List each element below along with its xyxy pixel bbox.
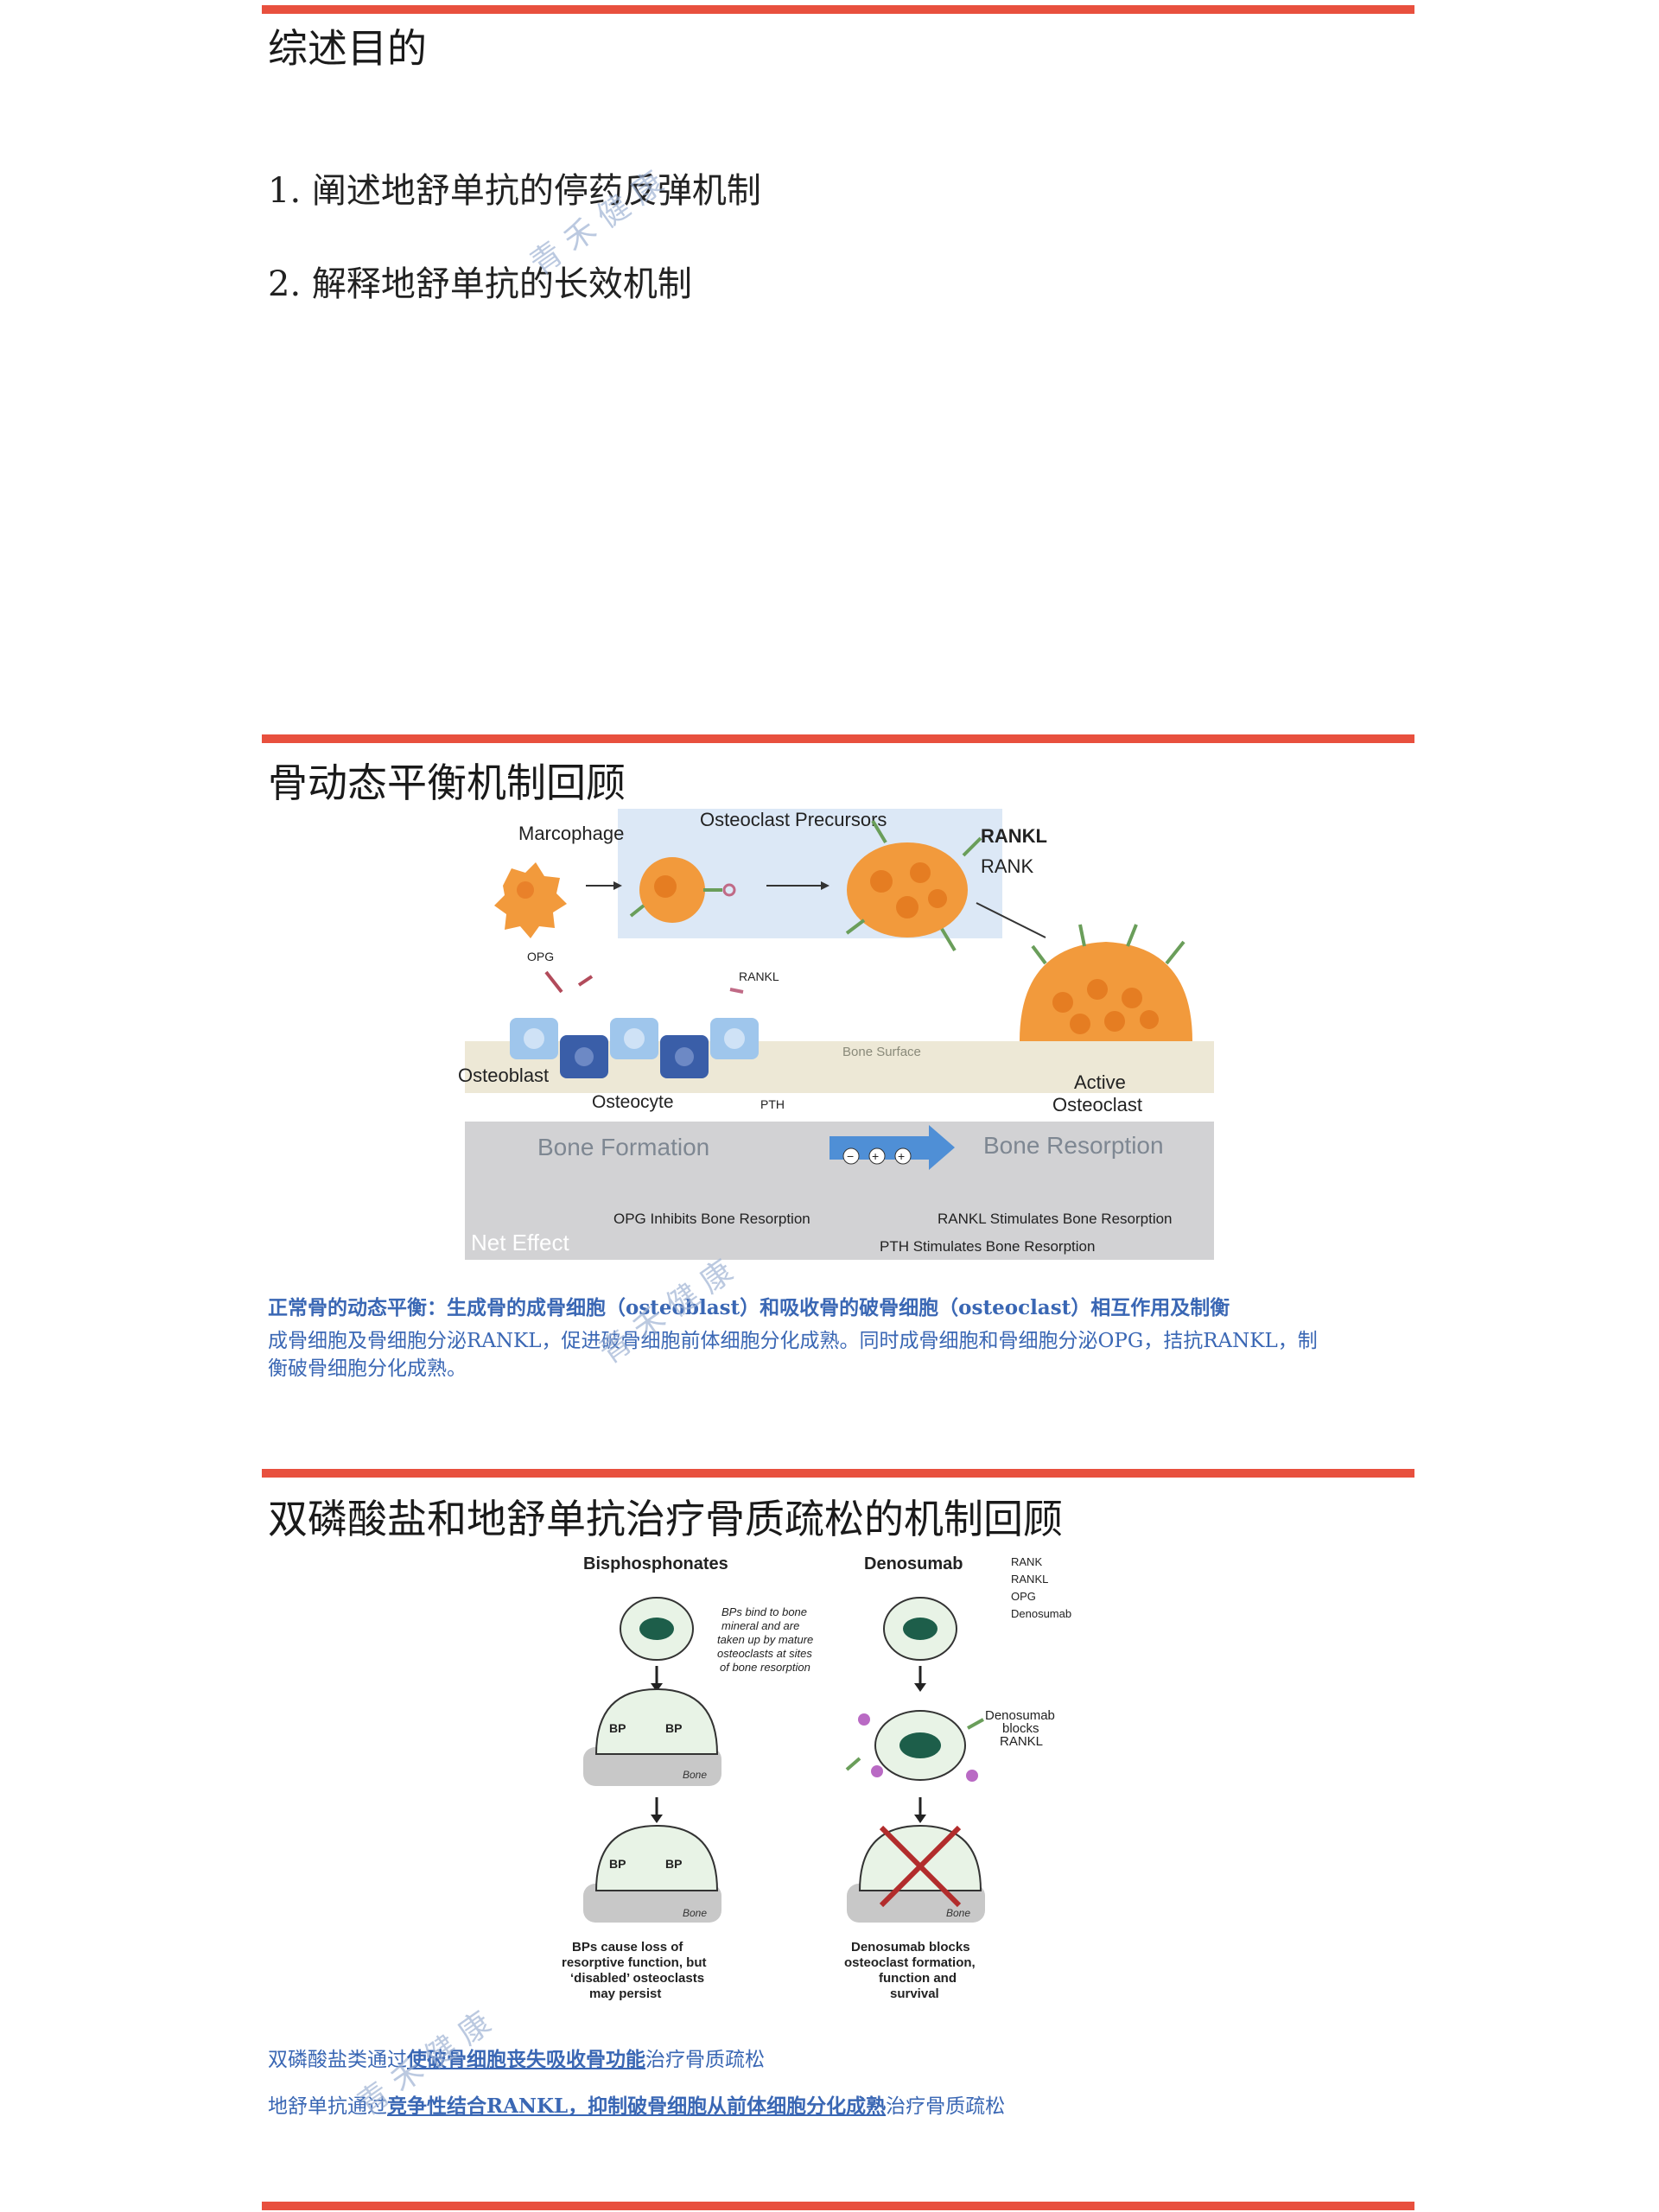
svg-text:osteoclast formation,: osteoclast formation, bbox=[844, 1955, 976, 1970]
pth-label: PTH bbox=[760, 1097, 785, 1111]
top-red-rule bbox=[262, 5, 1414, 14]
section2-title: 骨动态平衡机制回顾 bbox=[268, 760, 626, 806]
net-effect-label: Net Effect bbox=[471, 1230, 569, 1255]
legend: RANK RANKL OPG Denosumab bbox=[1011, 1555, 1071, 1620]
rank-label: RANK bbox=[981, 855, 1033, 877]
svg-text:blocks: blocks bbox=[1002, 1721, 1039, 1736]
active-osteoclast-cell bbox=[1020, 924, 1192, 1041]
svg-text:Bone: Bone bbox=[683, 1769, 707, 1781]
macrophage-cell bbox=[494, 862, 567, 938]
section1-title: 综述目的 bbox=[268, 25, 427, 72]
bp-osteoclast-1 bbox=[594, 1688, 719, 1755]
svg-text:of bone resorption: of bone resorption bbox=[720, 1661, 810, 1674]
bottom-red-rule bbox=[262, 2202, 1414, 2210]
svg-text:‘disabled’ osteoclasts: ‘disabled’ osteoclasts bbox=[570, 1971, 704, 1986]
svg-text:mineral and are: mineral and are bbox=[721, 1619, 799, 1632]
dmab-mechanism-line: 地舒单抗通过竞争性结合RANKL，抑制破骨细胞从前体细胞分化成熟治疗骨质疏松 bbox=[268, 2094, 1006, 2118]
svg-text:+: + bbox=[872, 1149, 879, 1163]
bone-homeostasis-figure: Marcophage Osteoclast Precursors RANKL R… bbox=[458, 809, 1214, 1260]
bp-denosumab-figure: Bisphosphonates Denosumab RANK RANKL OPG… bbox=[562, 1554, 1071, 2001]
svg-text:BP: BP bbox=[609, 1857, 626, 1871]
objective-item-2: 2. 解释地舒单抗的长效机制 bbox=[268, 264, 692, 304]
svg-text:RANK: RANK bbox=[1011, 1555, 1042, 1568]
svg-text:+: + bbox=[898, 1149, 905, 1163]
opg-inhibits-label: OPG Inhibits Bone Resorption bbox=[613, 1211, 810, 1227]
svg-text:Bone: Bone bbox=[946, 1907, 970, 1919]
macrophage-label: Marcophage bbox=[518, 823, 624, 844]
pth-stimulates-label: PTH Stimulates Bone Resorption bbox=[880, 1238, 1095, 1255]
svg-text:OPG: OPG bbox=[1011, 1590, 1036, 1603]
svg-text:may persist: may persist bbox=[589, 1986, 661, 2001]
svg-text:resorptive function, but: resorptive function, but bbox=[562, 1955, 707, 1970]
dmab-title: Denosumab bbox=[864, 1554, 963, 1573]
bone-block bbox=[583, 1747, 721, 1786]
section2-caption-line3: 衡破骨细胞分化成熟。 bbox=[268, 1357, 467, 1380]
section3-title: 双磷酸盐和地舒单抗治疗骨质疏松的机制回顾 bbox=[268, 1496, 1063, 1542]
rankl-label: RANKL bbox=[981, 825, 1047, 847]
section3-red-rule bbox=[262, 1469, 1414, 1478]
section2-red-rule bbox=[262, 734, 1414, 743]
bp-title: Bisphosphonates bbox=[583, 1554, 728, 1573]
svg-text:survival: survival bbox=[890, 1986, 939, 2001]
svg-text:taken up by mature: taken up by mature bbox=[717, 1633, 813, 1646]
large-precursor-cell bbox=[845, 819, 982, 952]
opg-label: OPG bbox=[527, 950, 554, 963]
svg-text:Bone: Bone bbox=[683, 1907, 707, 1919]
precursors-label: Osteoclast Precursors bbox=[700, 809, 887, 830]
rankl-small-label: RANKL bbox=[739, 969, 779, 983]
active-label: Active bbox=[1074, 1071, 1126, 1093]
section2-caption-line2: 成骨细胞及骨细胞分泌RANKL，促进破骨细胞前体细胞分化成熟。同时成骨细胞和骨细… bbox=[268, 1330, 1318, 1352]
objective-item-1: 1. 阐述地舒单抗的停药反弹机制 bbox=[268, 171, 761, 211]
svg-text:−: − bbox=[847, 1149, 854, 1163]
dmab-caption-1: Denosumab blocks bbox=[851, 1940, 970, 1955]
precursor-cell bbox=[629, 857, 736, 923]
svg-text:BP: BP bbox=[665, 1721, 682, 1735]
svg-text:RANKL: RANKL bbox=[1011, 1573, 1048, 1586]
bp-osteoclast-2 bbox=[594, 1824, 719, 1891]
osteocyte-label: Osteocyte bbox=[592, 1092, 674, 1112]
svg-text:function and: function and bbox=[879, 1971, 957, 1986]
bp-caption-1: BPs cause loss of bbox=[572, 1940, 683, 1955]
bp-mechanism-line: 双磷酸盐类通过使破骨细胞丧失吸收骨功能治疗骨质疏松 bbox=[268, 2048, 765, 2071]
bone-resorption-label: Bone Resorption bbox=[983, 1132, 1164, 1159]
osteoblast-osteocyte-row bbox=[510, 1018, 759, 1078]
svg-text:RANKL: RANKL bbox=[1000, 1734, 1043, 1749]
osteoclast-label: Osteoclast bbox=[1052, 1094, 1142, 1116]
svg-text:BP: BP bbox=[609, 1721, 626, 1735]
rankl-stimulates-label: RANKL Stimulates Bone Resorption bbox=[938, 1211, 1173, 1227]
svg-text:BP: BP bbox=[665, 1857, 682, 1871]
net-effect-arrow bbox=[830, 1125, 955, 1170]
svg-text:Denosumab: Denosumab bbox=[1011, 1607, 1071, 1620]
bp-note-1: BPs bind to bone bbox=[721, 1605, 807, 1618]
dmab-mechanism-underlined: 竞争性结合RANKL，抑制破骨细胞从前体细胞分化成熟 bbox=[387, 2094, 887, 2118]
bone-formation-label: Bone Formation bbox=[537, 1134, 709, 1160]
bone-surface-label: Bone Surface bbox=[842, 1045, 921, 1059]
dmab-osteoclast bbox=[858, 1824, 982, 1891]
blocks-note-1: Denosumab bbox=[985, 1708, 1055, 1723]
bp-mechanism-underlined: 使破骨细胞丧失吸收骨功能 bbox=[407, 2048, 645, 2071]
svg-text:osteoclasts at sites: osteoclasts at sites bbox=[717, 1647, 812, 1660]
section2-caption-bold: 正常骨的动态平衡：生成骨的成骨细胞（osteoblast）和吸收骨的破骨细胞（o… bbox=[268, 1296, 1230, 1319]
osteoblast-label: Osteoblast bbox=[458, 1065, 549, 1086]
